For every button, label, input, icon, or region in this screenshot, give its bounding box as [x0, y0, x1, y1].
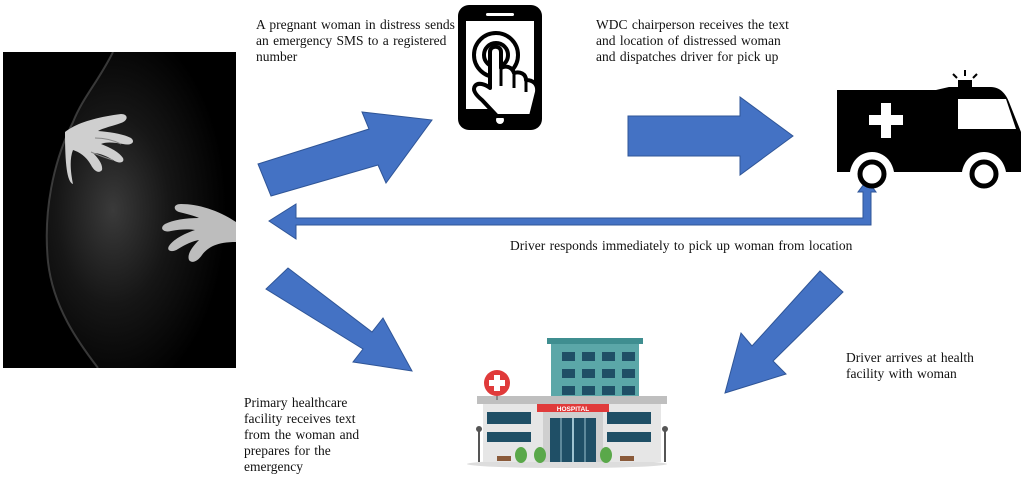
caption-driver-responds: Driver responds immediately to pick up w…	[510, 238, 853, 253]
pregnant-woman-silhouette	[3, 51, 236, 369]
hospital-sign: HOSPITAL	[557, 406, 589, 413]
ambulance-icon	[837, 40, 1021, 189]
caption-driver-arrives: Driver arrives at health facility with w…	[846, 350, 974, 381]
arrow-phone-to-ambulance	[627, 96, 794, 176]
arrow-ambulance-to-hospital	[724, 270, 844, 394]
pregnant-woman-photo	[3, 51, 236, 369]
arrow-woman-to-hospital	[265, 267, 413, 372]
caption-wdc: WDC chairperson receives the text and lo…	[596, 17, 789, 64]
smartphone-tap-icon	[458, 5, 542, 130]
caption-facility: Primary healthcare facility receives tex…	[244, 395, 360, 474]
arrow-woman-to-phone	[257, 111, 433, 197]
caption-sms: A pregnant woman in distress sends an em…	[256, 17, 455, 64]
arrow-ambulance-to-woman	[268, 179, 877, 240]
hospital-building-icon	[467, 338, 668, 468]
